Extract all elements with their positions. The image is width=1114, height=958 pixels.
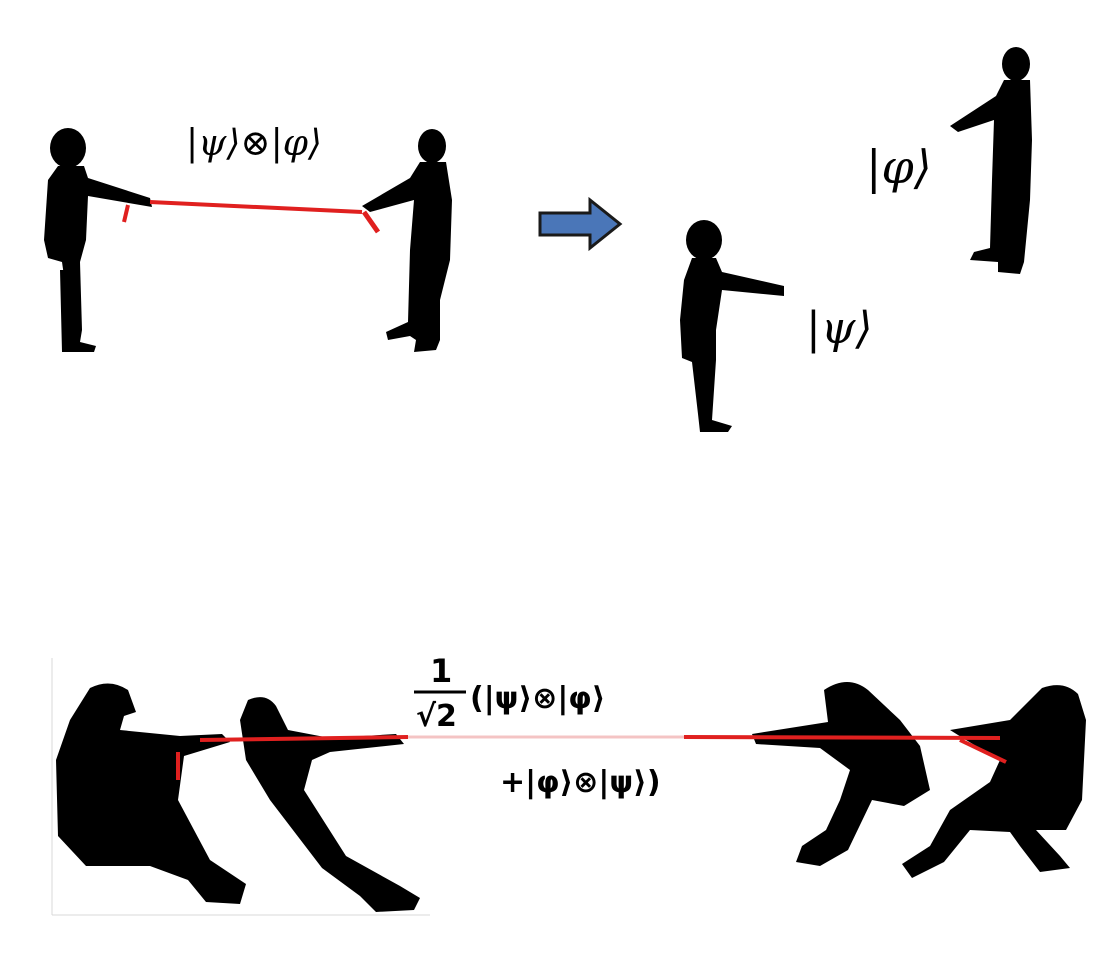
rope-right (683, 735, 1001, 740)
child-silhouette (44, 128, 152, 352)
coefficient-denominator: √2 (416, 699, 457, 734)
left-team-silhouettes (56, 683, 420, 912)
first-term: (|ψ⟩⊗|φ⟩ (470, 681, 605, 716)
top-left-scene: |ψ⟩⊗|φ⟩ (44, 123, 452, 352)
top-right-scene: |φ⟩ |ψ⟩ (680, 47, 1032, 432)
second-term: +|φ⟩⊗|ψ⟩) (500, 765, 661, 800)
left-state-label: |ψ⟩ (806, 303, 873, 354)
entangled-state-formula: 1 √2 (|ψ⟩⊗|φ⟩ +|φ⟩⊗|ψ⟩) (414, 652, 661, 800)
coefficient-numerator: 1 (430, 652, 452, 690)
product-state-label: |ψ⟩⊗|φ⟩ (186, 123, 322, 164)
adult-silhouette-separated (950, 47, 1032, 274)
rope (149, 200, 363, 214)
rope-left (199, 735, 409, 742)
right-team-silhouettes (752, 682, 1086, 878)
right-arrow-icon (538, 196, 623, 252)
adult-silhouette (362, 129, 452, 352)
child-silhouette-separated (680, 220, 784, 432)
bottom-scene: 1 √2 (|ψ⟩⊗|φ⟩ +|φ⟩⊗|ψ⟩) (51, 652, 1086, 916)
right-state-label: |φ⟩ (866, 140, 932, 194)
